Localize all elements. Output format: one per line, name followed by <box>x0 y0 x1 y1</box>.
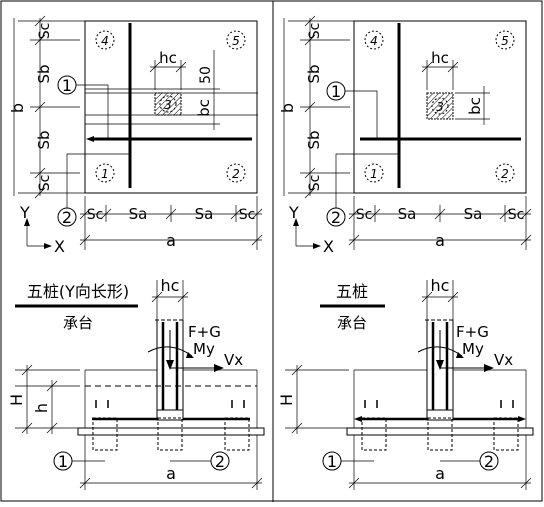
axis-x-label: X <box>54 237 65 256</box>
offset-50-label: 50 <box>198 66 214 84</box>
pile-number-1: 1 <box>101 167 109 181</box>
dim-sc-top: Sc <box>37 23 53 40</box>
hc-label: hc <box>159 49 177 67</box>
right-elevation-view: 五桩 承台 hc F+G My Vx <box>277 276 534 490</box>
elev-hc-label: hc <box>161 276 180 295</box>
pile-left <box>92 417 118 451</box>
right-plan-view: Sc Sb Sb Sc b Sc Sa Sa Sc a Y X 4 5 <box>278 15 532 256</box>
r-load-fg-label: F+G <box>456 323 489 341</box>
r-load-vx-label: Vx <box>494 351 513 369</box>
elev-H-label: H <box>7 394 26 406</box>
r-dim-sa-left: Sa <box>398 205 417 223</box>
elev-marker-2: 2 <box>215 452 225 471</box>
r-elev-H-label: H <box>277 394 296 406</box>
cap-outline <box>84 20 258 194</box>
pile-number-4: 4 <box>101 34 109 48</box>
load-fg-label: F+G <box>188 323 221 341</box>
r-pile-number-2: 2 <box>501 167 509 181</box>
dim-sc-right: Sc <box>239 207 256 223</box>
left-subtitle: 承台 <box>63 314 93 332</box>
dim-sc-left: Sc <box>87 207 104 223</box>
load-vx-label: Vx <box>224 351 243 369</box>
r-axis-y-label: Y <box>288 203 299 222</box>
r-elev-a-label: a <box>435 464 445 483</box>
bc-label: bc <box>195 99 213 117</box>
dim-sa-left: Sa <box>129 205 148 223</box>
pile-number-2: 2 <box>232 167 240 181</box>
r-dim-sb-upper: Sb <box>305 64 323 83</box>
elev-h-label: h <box>32 403 51 413</box>
r-pile-number-3: 3 <box>436 100 444 114</box>
r-bc-label: bc <box>466 97 484 115</box>
r-axis-x-label: X <box>323 237 334 256</box>
r-marker-2-circle: 2 <box>331 208 341 227</box>
marker-1-circle: 1 <box>62 76 72 95</box>
r-dim-a: a <box>435 231 445 250</box>
pile-center <box>157 417 183 451</box>
dim-a: a <box>166 231 176 250</box>
r-pile-number-5: 5 <box>501 34 509 48</box>
axis-y-label: Y <box>19 203 30 222</box>
dim-sc-bottom: Sc <box>37 175 53 192</box>
r-dim-sc-left: Sc <box>356 207 373 223</box>
right-subtitle: 承台 <box>337 314 367 332</box>
r-dim-b: b <box>278 103 297 113</box>
left-plan-view: Sc Sb Sb Sc b Sc Sa Sa Sc a Y X 4 <box>8 15 263 256</box>
r-hc-label: hc <box>431 49 449 67</box>
cushion-layer <box>77 427 265 436</box>
r-dim-sc-top: Sc <box>307 23 323 40</box>
left-title: 五桩(Y向长形) <box>27 282 129 301</box>
r-load-my-label: My <box>462 340 484 358</box>
cap-outline-right <box>353 20 527 194</box>
pile-right <box>224 417 250 451</box>
elev-marker-1: 1 <box>58 452 68 471</box>
r-dim-sc-bottom: Sc <box>307 175 323 192</box>
marker-2-circle: 2 <box>62 208 72 227</box>
left-elevation-view: 五桩(Y向长形) 承台 hc F+G My Vx <box>7 276 265 490</box>
r-elev-marker-2: 2 <box>484 452 494 471</box>
dim-b: b <box>8 103 27 113</box>
r-pile-number-4: 4 <box>370 34 378 48</box>
r-pile-number-1: 1 <box>370 167 378 181</box>
elev-a-label: a <box>166 464 176 483</box>
right-title: 五桩 <box>336 282 368 301</box>
pile-number-3: 3 <box>164 98 172 112</box>
dim-sa-right: Sa <box>195 205 214 223</box>
r-dim-sa-right: Sa <box>464 205 483 223</box>
dim-sb-upper: Sb <box>35 64 53 83</box>
r-marker-1-circle: 1 <box>331 82 341 101</box>
pile-number-5: 5 <box>232 34 240 48</box>
r-elev-marker-1: 1 <box>327 452 337 471</box>
r-column-section <box>426 92 454 120</box>
load-my-label: My <box>193 340 215 358</box>
r-dim-sb-lower: Sb <box>305 130 323 149</box>
r-dim-sc-right: Sc <box>508 207 525 223</box>
r-elev-hc-label: hc <box>431 276 450 295</box>
dim-sb-lower: Sb <box>35 130 53 149</box>
